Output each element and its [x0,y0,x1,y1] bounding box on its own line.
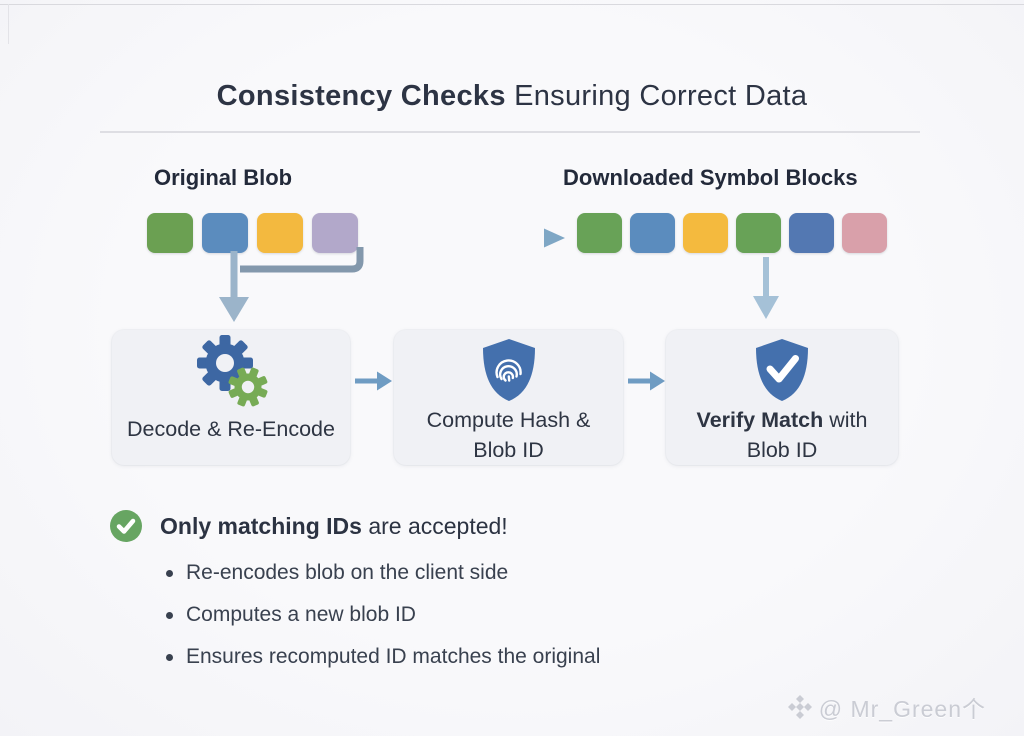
step-label: Verify Match with Blob ID [697,405,868,465]
headline-rest: are accepted! [361,513,508,539]
title-bold: Consistency Checks [216,80,506,112]
step1-line1: Decode & Re-Encode [127,417,335,441]
arrow-step1-to-step2 [355,371,392,391]
step-decode-reencode: Decode & Re-Encode [112,330,350,465]
check-circle-icon [110,510,142,542]
summary-bullets: Re-encodes blob on the client side Compu… [162,552,600,678]
symbol-block-blue [630,213,675,253]
bullet-text: Ensures recomputed ID matches the origin… [186,645,601,668]
step3-line1-bold: Verify Match [696,408,824,432]
symbol-block-pink [842,213,887,253]
symbol-block-blue2 [789,213,834,253]
watermark-text: @ Mr_Green个 [818,696,986,722]
arrow-step2-to-step3 [628,371,665,391]
watermark: @ Mr_Green个 [787,690,986,724]
step2-line2: Blob ID [473,438,544,462]
blob-block-purple [312,213,358,253]
fingerprint-shield-icon [478,334,540,405]
step-label: Compute Hash & Blob ID [427,405,591,465]
diamond-logo-icon [787,695,812,719]
summary-headline: Only matching IDs are accepted! [160,513,508,540]
step-compute-hash: Compute Hash & Blob ID [394,330,623,465]
original-blob-row [147,213,358,253]
symbol-block-green [577,213,622,253]
blob-block-yellow [257,213,303,253]
step3-line1-rest: with [823,408,868,432]
blob-block-blue [202,213,248,253]
arrow-original-to-downloaded [372,228,565,248]
bullet-text: Re-encodes blob on the client side [186,561,509,584]
bullet-item: Re-encodes blob on the client side [162,552,600,594]
gears-icon [184,334,279,414]
arrow-original-to-decode [219,251,249,322]
original-blob-label: Original Blob [154,165,293,190]
headline-bold: Only matching IDs [160,513,362,539]
symbol-block-yellow [683,213,728,253]
page-title: Consistency Checks Ensuring Correct Data [0,80,1024,113]
check-shield-icon [751,334,813,405]
top-edge-line [0,4,1024,5]
title-rest: Ensuring Correct Data [505,80,808,112]
step-verify-match: Verify Match with Blob ID [666,330,898,465]
arrow-downloaded-to-verify [753,257,779,319]
bullet-item: Computes a new blob ID [162,594,600,636]
step3-line2: Blob ID [746,438,818,462]
left-edge-line [8,4,9,44]
step-label: Decode & Re-Encode [127,414,335,444]
blob-block-green [147,213,193,253]
title-divider [100,131,920,133]
downloaded-blocks-label: Downloaded Symbol Blocks [563,165,858,190]
symbol-block-green2 [736,213,781,253]
bullet-text: Computes a new blob ID [186,603,416,626]
downloaded-blocks-row [577,213,887,253]
step2-line1: Compute Hash & [426,408,591,432]
bullet-item: Ensures recomputed ID matches the origin… [162,636,600,678]
